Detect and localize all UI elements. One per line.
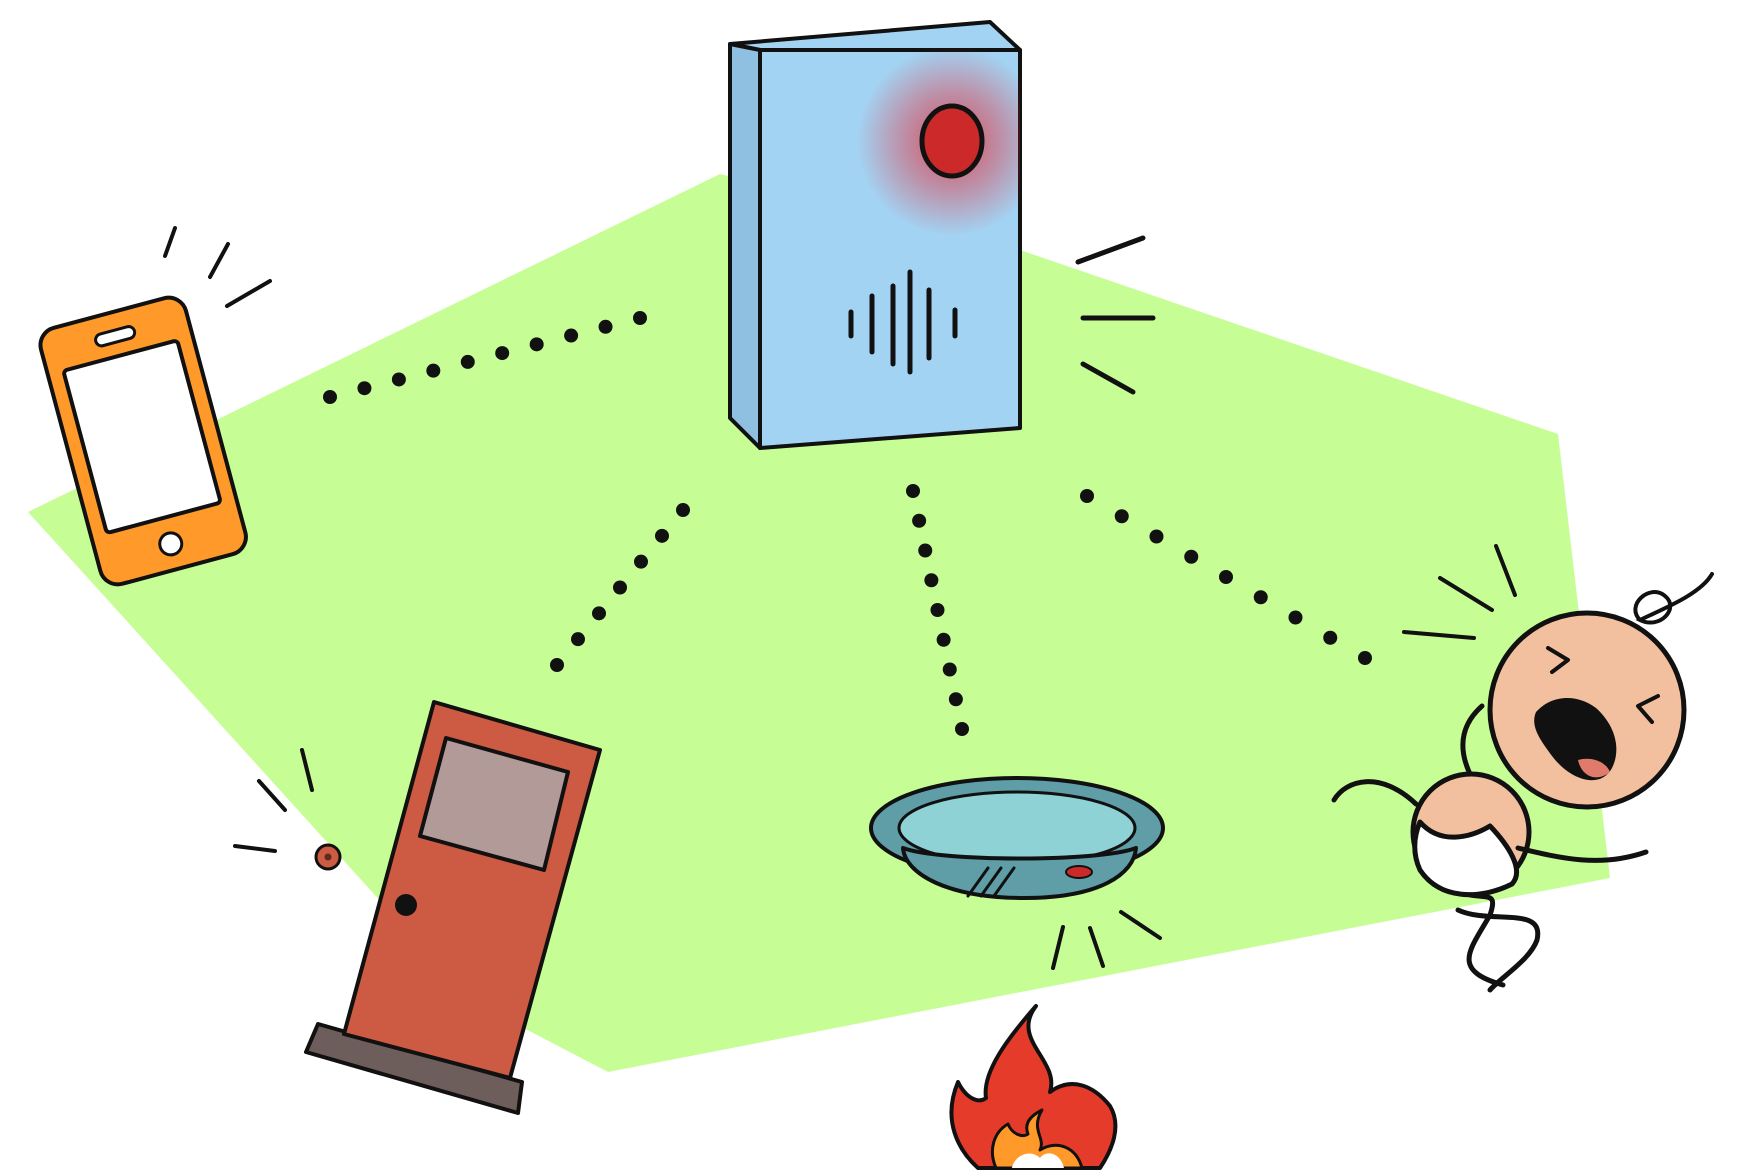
connection-dot (592, 606, 606, 621)
connection-dot (1114, 509, 1129, 524)
alarm-hub-icon (728, 20, 1156, 450)
baby-eye-left (1546, 646, 1570, 674)
connection-dot (924, 573, 939, 588)
connection-dot (634, 554, 648, 569)
door-window (418, 736, 570, 872)
connection-dot (529, 337, 544, 352)
connection-dot (1149, 529, 1164, 544)
phone-ring-lines (163, 226, 272, 308)
connection-dot (598, 319, 613, 334)
connection-dot (1080, 489, 1094, 503)
detector-dome (901, 846, 1138, 900)
connection-dot (571, 632, 585, 647)
detector-led (1065, 865, 1093, 879)
connection-dot (936, 632, 951, 647)
connection-dot (676, 503, 690, 517)
connection-dot (1358, 651, 1372, 665)
connection-dot (1219, 570, 1233, 584)
baby-tongue (1578, 758, 1610, 778)
phone-home-button (158, 531, 184, 557)
smoke-detector-icon (869, 776, 1165, 900)
connection-hub-to-smoke-detector (906, 484, 969, 736)
fire-inner-flame (991, 1108, 1084, 1170)
baby-eye-right (1636, 694, 1660, 724)
alarm-sound-lines (1075, 235, 1156, 395)
crying-baby-icon (1331, 572, 1714, 993)
connection-dot (495, 346, 510, 361)
connection-dot (1288, 610, 1303, 625)
fire-icon (949, 1004, 1118, 1170)
connection-hub-to-door (550, 503, 690, 672)
door-knob (395, 894, 417, 916)
connection-dot (460, 354, 475, 369)
baby-cry-lines (1402, 544, 1517, 640)
baby-arm-up (1460, 703, 1485, 777)
connection-dot (1253, 590, 1268, 605)
phone-screen (62, 339, 222, 535)
connection-dot (655, 528, 669, 543)
connection-dot (633, 311, 647, 325)
connection-dot (912, 513, 927, 528)
connection-hub-to-phone (323, 311, 647, 404)
baby-arm-left (1331, 779, 1419, 807)
alarm-hub-top (728, 20, 1022, 52)
doorbell-icon (314, 843, 342, 871)
connection-dot (564, 328, 579, 343)
connection-dot (942, 662, 957, 677)
connection-dot (357, 381, 372, 396)
alarm-light (919, 103, 985, 179)
connection-dot (426, 363, 441, 378)
doorbell-ring-lines (233, 748, 314, 853)
door-icon (304, 700, 602, 1115)
connection-dot (948, 692, 963, 707)
phone-speaker (94, 325, 137, 348)
baby-diaper (1412, 819, 1520, 898)
baby-leg-left (1455, 907, 1541, 993)
baby-hair-curl (1633, 572, 1714, 625)
baby-arm-right (1515, 845, 1649, 863)
connection-dot (550, 658, 564, 672)
connection-dot (955, 722, 969, 736)
speaker-waveform-icon (848, 269, 958, 375)
connection-dot (930, 603, 945, 617)
connection-dot (323, 390, 337, 404)
connection-dot (1184, 549, 1199, 564)
connection-dot (613, 580, 627, 595)
connection-dot (918, 543, 933, 558)
alarm-hub-side (728, 42, 762, 450)
connection-dot (906, 484, 920, 498)
connection-dot (391, 372, 406, 387)
smartphone-icon (38, 295, 248, 587)
connection-dot (1323, 630, 1338, 645)
detector-alarm-lines (1051, 910, 1162, 970)
connection-hub-to-baby (1080, 489, 1372, 665)
baby-mouth (1534, 697, 1617, 781)
